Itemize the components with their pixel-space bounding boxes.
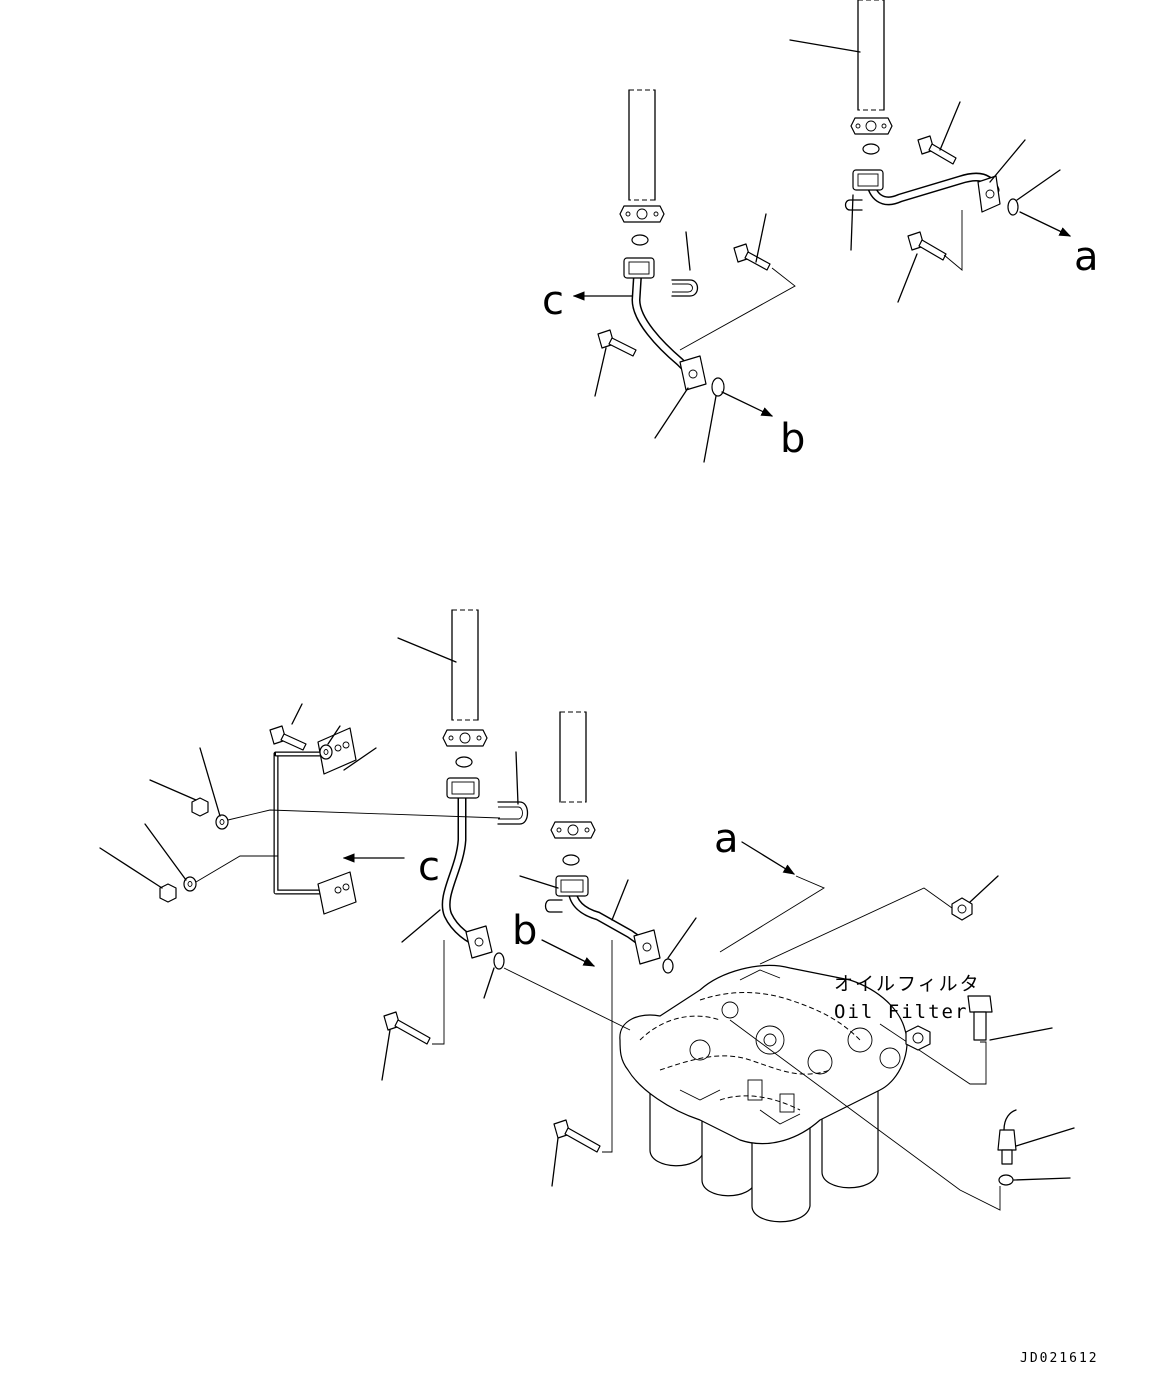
- bolt: [553, 1119, 601, 1153]
- tube-end-flange: [465, 925, 493, 959]
- o-ring: [662, 958, 674, 974]
- hose: [559, 711, 587, 803]
- hose: [857, 0, 885, 111]
- hose-flange: [442, 729, 488, 747]
- tube-end-flange: [633, 929, 661, 965]
- callout-c: c: [542, 278, 564, 324]
- sensor: [997, 1109, 1017, 1165]
- filter-head: [619, 964, 908, 1145]
- bolt: [269, 725, 307, 751]
- hose: [628, 89, 656, 201]
- top-middle-hose-assembly: [572, 89, 796, 463]
- bottom-left-bracket-assembly: [99, 609, 529, 1081]
- washer: [183, 876, 197, 892]
- oil-filter-label-ja: オイルフィルタ: [834, 973, 981, 995]
- bolt: [967, 995, 993, 1041]
- o-ring: [493, 952, 505, 970]
- nut: [905, 1025, 931, 1051]
- hose-flange: [619, 205, 665, 223]
- callout-a: a: [1074, 234, 1099, 280]
- hose: [451, 609, 479, 721]
- u-clip: [844, 199, 863, 211]
- split-flange: [852, 169, 884, 191]
- drawing-code: JD021612: [1020, 1351, 1099, 1366]
- bolt: [907, 231, 947, 261]
- tube-end-flange: [679, 355, 707, 391]
- bolt: [917, 135, 957, 165]
- callout-b: b: [780, 416, 805, 462]
- split-flange: [555, 875, 589, 897]
- bracket: [273, 727, 357, 915]
- oil-filter-label-en: Oil Filter: [834, 1001, 968, 1023]
- nut: [951, 897, 973, 921]
- nut: [191, 797, 209, 817]
- o-ring: [862, 143, 880, 155]
- split-flange: [446, 777, 480, 799]
- o-ring: [562, 854, 580, 866]
- u-clip: [671, 279, 699, 297]
- o-ring: [455, 756, 473, 768]
- washer: [319, 744, 333, 760]
- right-side-hardware: [503, 875, 1075, 1211]
- washer: [998, 1174, 1014, 1186]
- split-flange: [623, 257, 655, 279]
- hose-flange: [850, 117, 893, 135]
- tube-end-flange: [977, 175, 1001, 213]
- hose-flange: [550, 821, 596, 839]
- callout-b: b: [512, 908, 537, 954]
- o-ring: [1007, 198, 1019, 216]
- callout-c: c: [418, 844, 440, 890]
- bolt: [597, 329, 637, 357]
- callout-a: a: [714, 816, 739, 862]
- top-right-hose-assembly: [789, 0, 1072, 303]
- bottom-middle-hose-assembly: [519, 711, 825, 1187]
- washer: [215, 814, 229, 830]
- u-clip: [497, 801, 529, 825]
- bolt: [733, 243, 771, 271]
- bolt: [383, 1011, 431, 1045]
- u-clip: [544, 899, 563, 913]
- o-ring: [711, 377, 725, 397]
- o-ring: [631, 234, 649, 246]
- oil-filter-assembly: オイルフィルタ Oil Filter: [619, 964, 981, 1223]
- nut: [159, 883, 177, 903]
